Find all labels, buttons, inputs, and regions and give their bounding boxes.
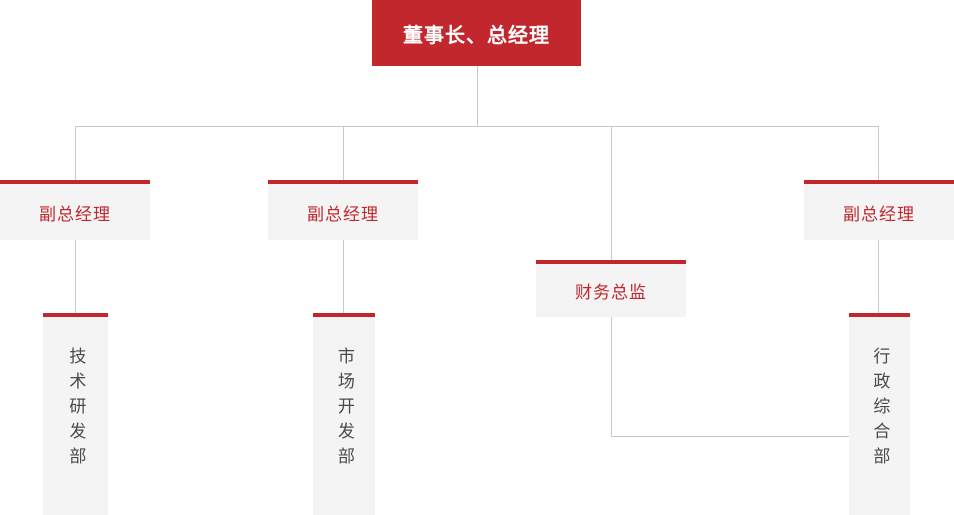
connector-drop-1 [75, 126, 76, 180]
node-label: 财务总监 [575, 283, 647, 302]
node-deputy-gm-3[interactable]: 副总经理 [804, 180, 954, 240]
node-label: 市场开发部 [334, 347, 354, 472]
connector-root-stem [477, 66, 478, 126]
connector-drop-4 [878, 126, 879, 180]
node-deputy-gm-2[interactable]: 副总经理 [268, 180, 418, 240]
connector-dept-1 [75, 240, 76, 313]
node-label: 行政综合部 [870, 347, 890, 472]
node-label: 董事长、总经理 [403, 24, 550, 47]
node-dept-rnd[interactable]: 技术研发部 [43, 313, 108, 515]
connector-drop-3 [611, 126, 612, 260]
connector-bus [75, 126, 879, 127]
connector-cfo-elbow-horizontal [611, 436, 879, 437]
node-dept-market[interactable]: 市场开发部 [313, 313, 375, 515]
connector-dept-3 [878, 240, 879, 313]
node-chairman-gm[interactable]: 董事长、总经理 [372, 0, 581, 66]
node-cfo[interactable]: 财务总监 [536, 260, 686, 317]
node-label: 技术研发部 [66, 347, 86, 472]
node-label: 副总经理 [843, 204, 915, 224]
connector-drop-2 [343, 126, 344, 180]
node-dept-admin[interactable]: 行政综合部 [849, 313, 910, 515]
node-label: 副总经理 [307, 204, 379, 224]
connector-cfo-elbow-vertical [611, 317, 612, 436]
connector-dept-2 [343, 240, 344, 313]
node-label: 副总经理 [39, 204, 111, 224]
node-deputy-gm-1[interactable]: 副总经理 [0, 180, 150, 240]
